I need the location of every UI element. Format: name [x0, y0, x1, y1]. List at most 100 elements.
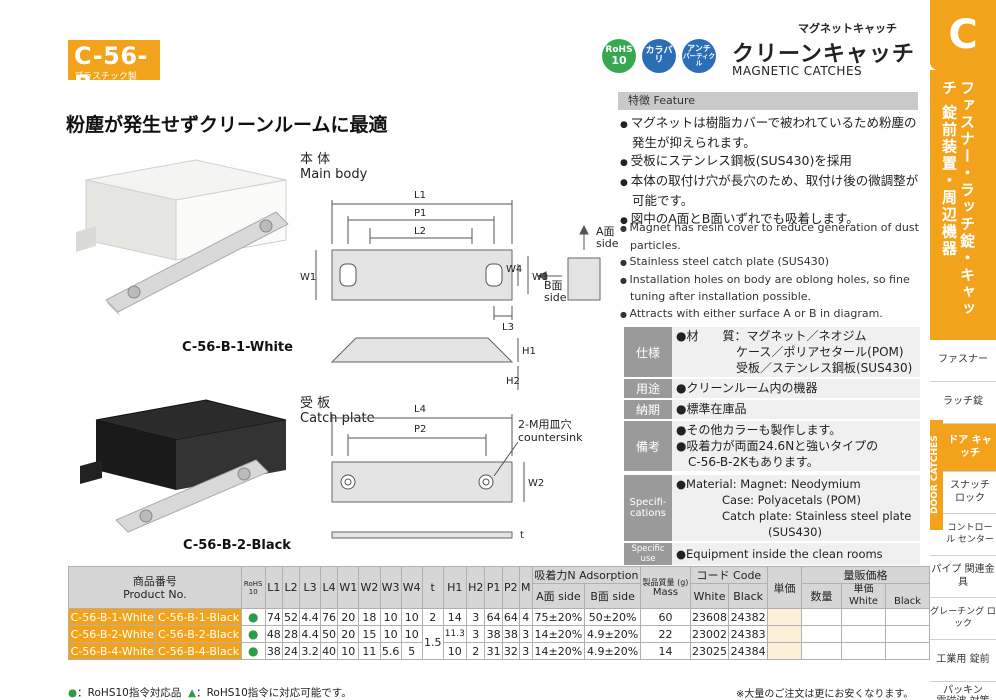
th-dim: M	[518, 566, 533, 609]
cell: 38	[264, 642, 283, 660]
feature-item-en: Magnet has resin cover to reduce generat…	[620, 220, 920, 254]
side-nav-item[interactable]: ラッチ錠	[930, 382, 996, 424]
a-side-label: A面 side	[596, 225, 619, 250]
spec-label: 納期	[624, 399, 672, 421]
cell-vol-white	[841, 625, 886, 643]
cell: 50±20%	[584, 608, 642, 626]
cell-qty	[801, 642, 842, 660]
main-body-label: 本 体 Main body	[300, 152, 367, 182]
spec-line: ●吸着力が両面24.6Nと強いタイプの	[676, 439, 879, 453]
th-vol-black-spacer	[887, 584, 928, 596]
dim-t: t	[520, 530, 524, 541]
cell-pn-black: C-56-B-1-Black	[155, 608, 242, 626]
cell-vol-black	[885, 642, 930, 660]
cell: 23608	[689, 608, 730, 626]
th-volume-price: 量販価格	[801, 566, 930, 584]
anti-particle-badge-line2: パーティクル	[682, 52, 716, 68]
dim-l4: L4	[414, 404, 426, 415]
dim-l1: L1	[414, 190, 426, 201]
cell: 50	[319, 625, 339, 643]
cell: 14±20%	[531, 625, 586, 643]
cell: 3.2	[299, 642, 321, 660]
side-nav-item-last[interactable]: パッキン	[943, 684, 983, 696]
model-badge: C-56-B プラスチック製	[68, 40, 160, 98]
cell-qty	[801, 608, 842, 626]
cell: 52	[281, 608, 301, 626]
cell: 4.4	[299, 608, 321, 626]
spec-value-en: ●Equipment inside the clean rooms	[672, 542, 920, 567]
spec-value: ●その他カラーも製作します。 ●吸着力が両面24.6Nと強いタイプの C-56-…	[672, 420, 920, 473]
model-code: C-56-B	[74, 42, 148, 98]
th-dim: L4	[319, 566, 339, 609]
cell: 2	[421, 608, 444, 626]
table-row: C-56-B-2-White C-56-B-2-Black ● 48 28 4.…	[67, 625, 930, 660]
dim-w1: W1	[300, 272, 316, 283]
product-black-label: C-56-B-2-Black	[183, 538, 291, 553]
dim-l3: L3	[502, 322, 514, 333]
footnote-volume: ※大量のご注文は更にお安くなります。	[736, 689, 914, 700]
cell-vol-black	[885, 625, 930, 643]
spec-line: Case: Polyacetals (POM)	[676, 493, 861, 507]
spec-line: ●その他カラーも製作します。	[676, 423, 842, 437]
countersink-label-en: countersink	[518, 431, 583, 444]
feature-list-en: Magnet has resin cover to reduce generat…	[620, 220, 920, 323]
table-row: C-56-B-1-White C-56-B-1-Black ● 74 52 4.…	[67, 608, 930, 626]
th-qty: 数量	[801, 583, 842, 609]
feature-item: 受板にステンレス鋼板(SUS430)を採用	[620, 152, 920, 172]
th-vol-black: Black	[885, 583, 930, 609]
cell: 76	[319, 608, 339, 626]
th-rohs: RoHS 10	[240, 566, 266, 609]
cell: 22	[640, 625, 691, 643]
cell-pn-white: C-56-B-4-White	[67, 642, 157, 660]
cell-price	[767, 625, 802, 643]
cell: 3	[465, 608, 486, 626]
dim-w3: W3	[532, 272, 548, 283]
feature-item-en: Installation holes on body are oblong ho…	[620, 272, 920, 306]
side-nav-item[interactable]: スナッチ ロック	[930, 472, 996, 514]
th-dim: t	[421, 566, 444, 609]
dim-h2: H2	[506, 376, 520, 387]
cell: 23025	[689, 642, 730, 660]
side-nav-item[interactable]: 電磁波 対策	[930, 682, 996, 700]
th-dim: W1	[337, 566, 360, 609]
rohs-dot-icon: ●	[68, 687, 78, 699]
category-small: マグネットキャッチ	[798, 22, 897, 35]
th-dim: H1	[442, 566, 467, 609]
cell: 38	[484, 625, 503, 643]
cell-pn-white: C-56-B-1-White	[67, 608, 157, 626]
th-vol-unit: 単価	[853, 584, 874, 595]
cell: 4.9±20%	[584, 642, 642, 660]
side-nav-item[interactable]: グレーチング ロック	[930, 598, 996, 640]
dim-w2: W2	[528, 478, 544, 489]
technical-drawing: L1 P1 L2 W1 W4 W3 L3 H1 H2 L4 P2 W2 t	[300, 190, 601, 541]
th-mass: 製品質量 (g) Mass	[640, 566, 691, 609]
th-b-side: B面 side	[584, 583, 642, 609]
cell: 38	[501, 625, 520, 643]
side-nav-item[interactable]: コントロール センター	[930, 514, 996, 556]
section-letter: C	[930, 0, 996, 70]
cell: 14	[442, 608, 467, 626]
side-nav-item[interactable]: パイプ 関連金具	[930, 556, 996, 598]
side-nav-item[interactable]: 工業用 錠前	[930, 640, 996, 682]
spec-label: 備考	[624, 420, 672, 473]
cell: 2	[465, 642, 486, 660]
side-nav-item[interactable]: ファスナー	[930, 340, 996, 382]
product-table: 商品番号 Product No. RoHS 10 L1 L2 L3 L4 W1 …	[67, 566, 930, 660]
dim-l2: L2	[414, 226, 426, 237]
cell: 10	[400, 608, 423, 626]
cell: 74	[264, 608, 283, 626]
cell: 11	[358, 642, 381, 660]
feature-heading: 特徴 Feature	[618, 92, 918, 110]
cell: 10	[379, 625, 402, 643]
cell: 20	[337, 608, 360, 626]
cell-pn-black: C-56-B-4-Black	[155, 642, 242, 660]
spec-value: ●標準在庫品	[672, 399, 920, 421]
cell: 24	[281, 642, 301, 660]
product-white-label: C-56-B-1-White	[182, 340, 293, 355]
anti-particle-badge-line1: アンチ	[687, 43, 711, 53]
cell: 5.6	[379, 642, 402, 660]
rohs-badge-line1: RoHS	[605, 44, 633, 55]
th-dim: W4	[400, 566, 423, 609]
category-title-jp: クリーンキャッチ	[732, 42, 915, 67]
th-product-no: 商品番号 Product No.	[68, 566, 242, 609]
